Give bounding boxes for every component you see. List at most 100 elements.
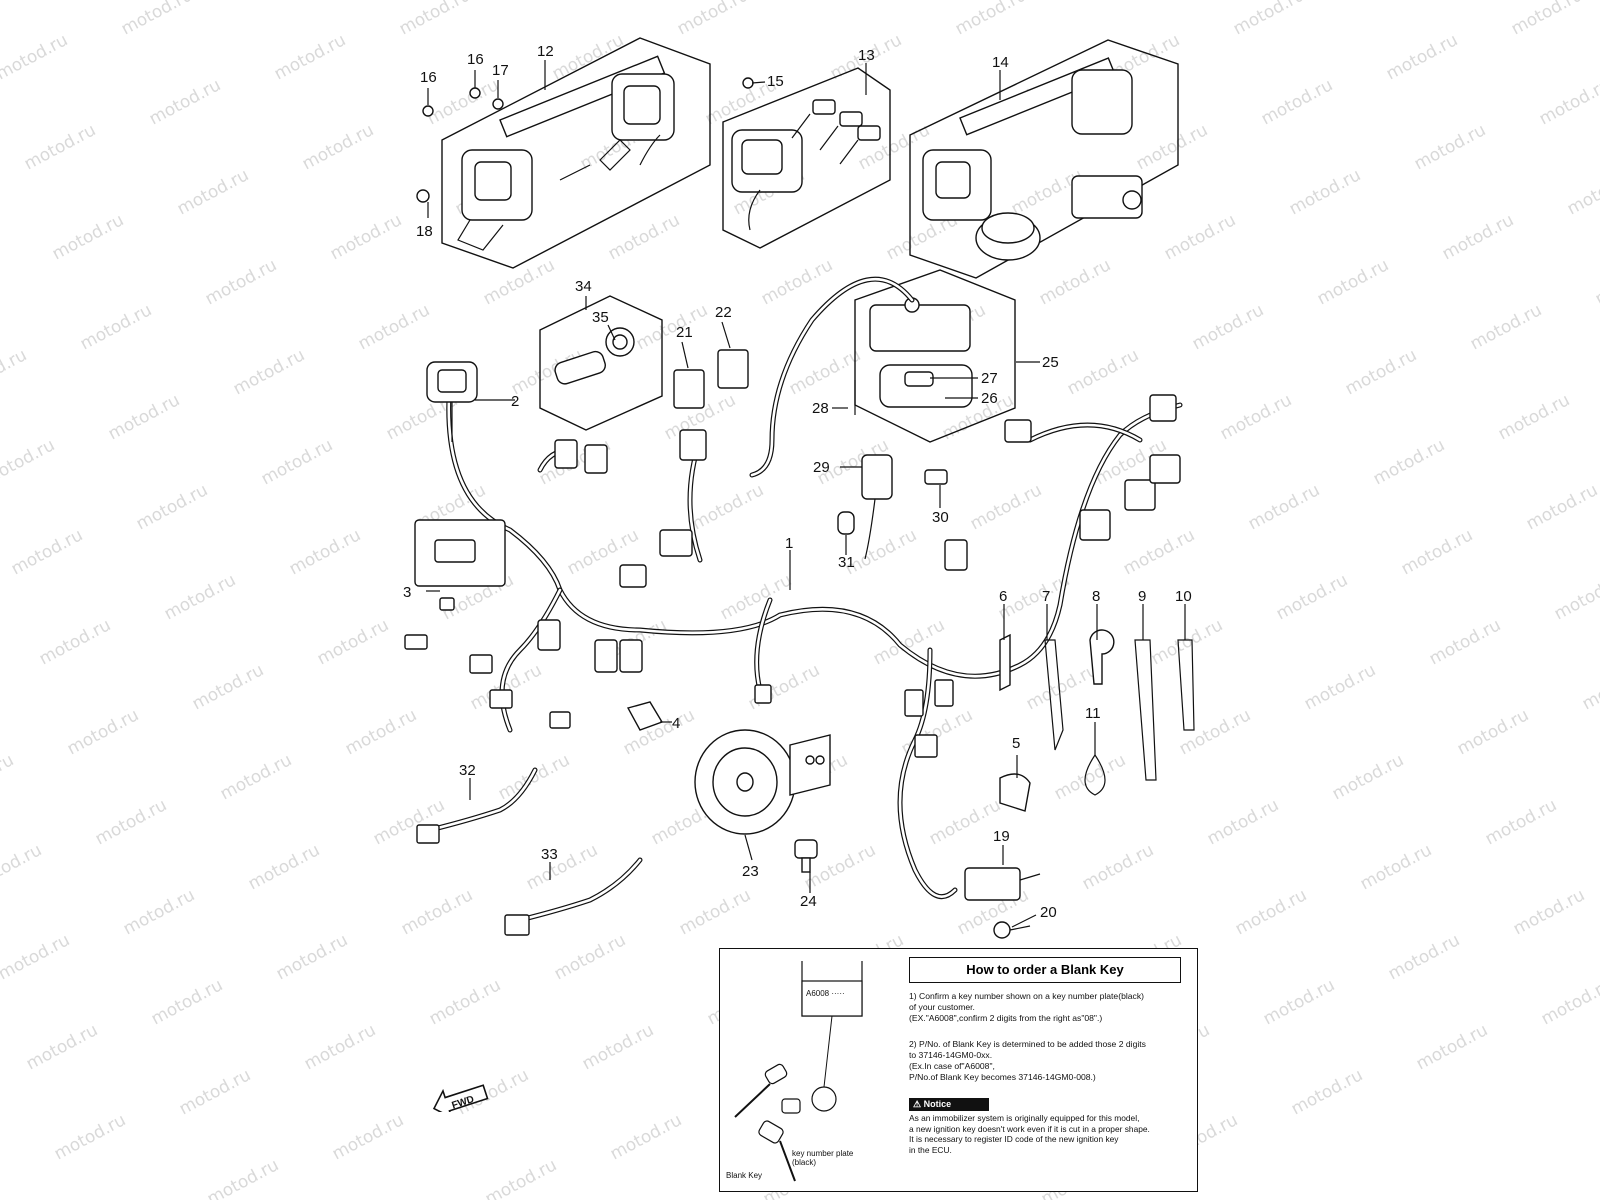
horn-23 bbox=[694, 729, 831, 835]
key-plate-label: key number plate (black) bbox=[792, 1149, 854, 1167]
watermark-text: motod.ru bbox=[1383, 30, 1461, 84]
watermark-text: motod.ru bbox=[0, 345, 30, 399]
callout-13: 13 bbox=[858, 47, 875, 64]
callout-16a: 16 bbox=[420, 69, 437, 86]
watermark-text: motod.ru bbox=[0, 840, 45, 894]
watermark-text: motod.ru bbox=[551, 930, 629, 984]
switch-2 bbox=[426, 361, 478, 442]
watermark-text: motod.ru bbox=[1217, 390, 1295, 444]
howto-step-1: 1) Confirm a key number shown on a key n… bbox=[909, 991, 1145, 1023]
washer-17 bbox=[492, 98, 504, 110]
watermark-text: motod.ru bbox=[758, 255, 836, 309]
callout-34: 34 bbox=[575, 278, 592, 295]
watermark-text: motod.ru bbox=[301, 1020, 379, 1074]
watermark-text: motod.ru bbox=[0, 930, 73, 984]
watermark-text: motod.ru bbox=[133, 480, 211, 534]
watermark-text: motod.ru bbox=[1538, 975, 1600, 1029]
clamp-6 bbox=[999, 633, 1011, 692]
watermark-text: motod.ru bbox=[689, 480, 767, 534]
watermark-text: motod.ru bbox=[1230, 0, 1308, 39]
watermark-text: motod.ru bbox=[314, 615, 392, 669]
watermark-text: motod.ru bbox=[77, 300, 155, 354]
screw-15 bbox=[742, 77, 754, 89]
clamp-5 bbox=[999, 773, 1031, 812]
watermark-text: motod.ru bbox=[217, 750, 295, 804]
watermark-text: motod.ru bbox=[1189, 300, 1267, 354]
callout-33: 33 bbox=[541, 846, 558, 863]
blank-key-info-panel: A6008 ····· Blank Key key number plate (… bbox=[719, 948, 1198, 1192]
ignition-switch-set-12 bbox=[441, 37, 711, 269]
callout-12: 12 bbox=[537, 43, 554, 60]
watermark-text: motod.ru bbox=[1245, 480, 1323, 534]
watermark-text: motod.ru bbox=[51, 1110, 129, 1164]
watermark-text: motod.ru bbox=[258, 435, 336, 489]
watermark-text: motod.ru bbox=[1273, 570, 1351, 624]
screw-16a bbox=[422, 105, 434, 117]
callout-19: 19 bbox=[993, 828, 1010, 845]
watermark-text: motod.ru bbox=[482, 1155, 560, 1200]
band-7 bbox=[1044, 639, 1064, 751]
watermark-text: motod.ru bbox=[1495, 390, 1573, 444]
callout-26: 26 bbox=[981, 390, 998, 407]
watermark-text: motod.ru bbox=[1385, 930, 1463, 984]
switch-19 bbox=[964, 867, 1041, 901]
watermark-text: motod.ru bbox=[1064, 345, 1142, 399]
callout-29: 29 bbox=[813, 459, 830, 476]
watermark-text: motod.ru bbox=[1370, 435, 1448, 489]
sub-harness-33 bbox=[504, 857, 643, 936]
key-illustration bbox=[734, 961, 863, 1182]
watermark-text: motod.ru bbox=[1260, 975, 1338, 1029]
watermark-text: motod.ru bbox=[92, 795, 170, 849]
callout-25: 25 bbox=[1042, 354, 1059, 371]
watermark-text: motod.ru bbox=[176, 1065, 254, 1119]
watermark-text: motod.ru bbox=[1426, 615, 1504, 669]
watermark-text: motod.ru bbox=[674, 0, 752, 39]
watermark-text: motod.ru bbox=[1413, 1020, 1491, 1074]
watermark-text: motod.ru bbox=[204, 1155, 282, 1200]
watermark-text: motod.ru bbox=[245, 840, 323, 894]
callout-22: 22 bbox=[715, 304, 732, 321]
bolt-30 bbox=[924, 469, 948, 485]
callout-4: 4 bbox=[672, 715, 680, 732]
watermark-text: motod.ru bbox=[1592, 255, 1600, 309]
watermark-text: motod.ru bbox=[1051, 750, 1129, 804]
watermark-text: motod.ru bbox=[967, 480, 1045, 534]
watermark-text: motod.ru bbox=[786, 345, 864, 399]
watermark-text: motod.ru bbox=[1148, 615, 1226, 669]
watermark-text: motod.ru bbox=[426, 975, 504, 1029]
watermark-text: motod.ru bbox=[1301, 660, 1379, 714]
screw-16b bbox=[469, 87, 481, 99]
callout-3: 3 bbox=[403, 584, 411, 601]
watermark-text: motod.ru bbox=[329, 1110, 407, 1164]
sub-harness-32 bbox=[416, 767, 538, 844]
notice-badge: ⚠ Notice bbox=[909, 1098, 989, 1111]
watermark-text: motod.ru bbox=[1482, 795, 1560, 849]
watermark-text: motod.ru bbox=[1204, 795, 1282, 849]
watermark-text: motod.ru bbox=[1133, 120, 1211, 174]
callout-10: 10 bbox=[1175, 588, 1192, 605]
warning-icon: ⚠ bbox=[913, 1099, 922, 1109]
watermark-text: motod.ru bbox=[1467, 300, 1545, 354]
ignition-key-set-13 bbox=[722, 67, 891, 249]
watermark-text: motod.ru bbox=[1288, 1065, 1366, 1119]
bolt-24 bbox=[794, 839, 818, 873]
watermark-text: motod.ru bbox=[1036, 255, 1114, 309]
callout-15: 15 bbox=[767, 73, 784, 90]
callout-labels: 1 2 3 4 5 6 7 8 9 10 11 12 13 14 15 16 1… bbox=[403, 43, 1192, 921]
callout-8: 8 bbox=[1092, 588, 1100, 605]
watermark-text: motod.ru bbox=[1314, 255, 1392, 309]
watermark-text: motod.ru bbox=[676, 885, 754, 939]
watermark-text: motod.ru bbox=[0, 750, 17, 804]
watermark-text: motod.ru bbox=[480, 255, 558, 309]
watermark-text: motod.ru bbox=[605, 210, 683, 264]
watermark-text: motod.ru bbox=[299, 120, 377, 174]
watermark-text: motod.ru bbox=[1454, 705, 1532, 759]
watermark-text: motod.ru bbox=[607, 1110, 685, 1164]
watermark-text: motod.ru bbox=[1357, 840, 1435, 894]
howto-title: How to order a Blank Key bbox=[909, 957, 1181, 983]
watermark-text: motod.ru bbox=[286, 525, 364, 579]
watermark-text: motod.ru bbox=[8, 525, 86, 579]
nut-18 bbox=[416, 189, 430, 203]
watermark-text: motod.ru bbox=[36, 615, 114, 669]
leader-lines bbox=[426, 60, 1186, 928]
